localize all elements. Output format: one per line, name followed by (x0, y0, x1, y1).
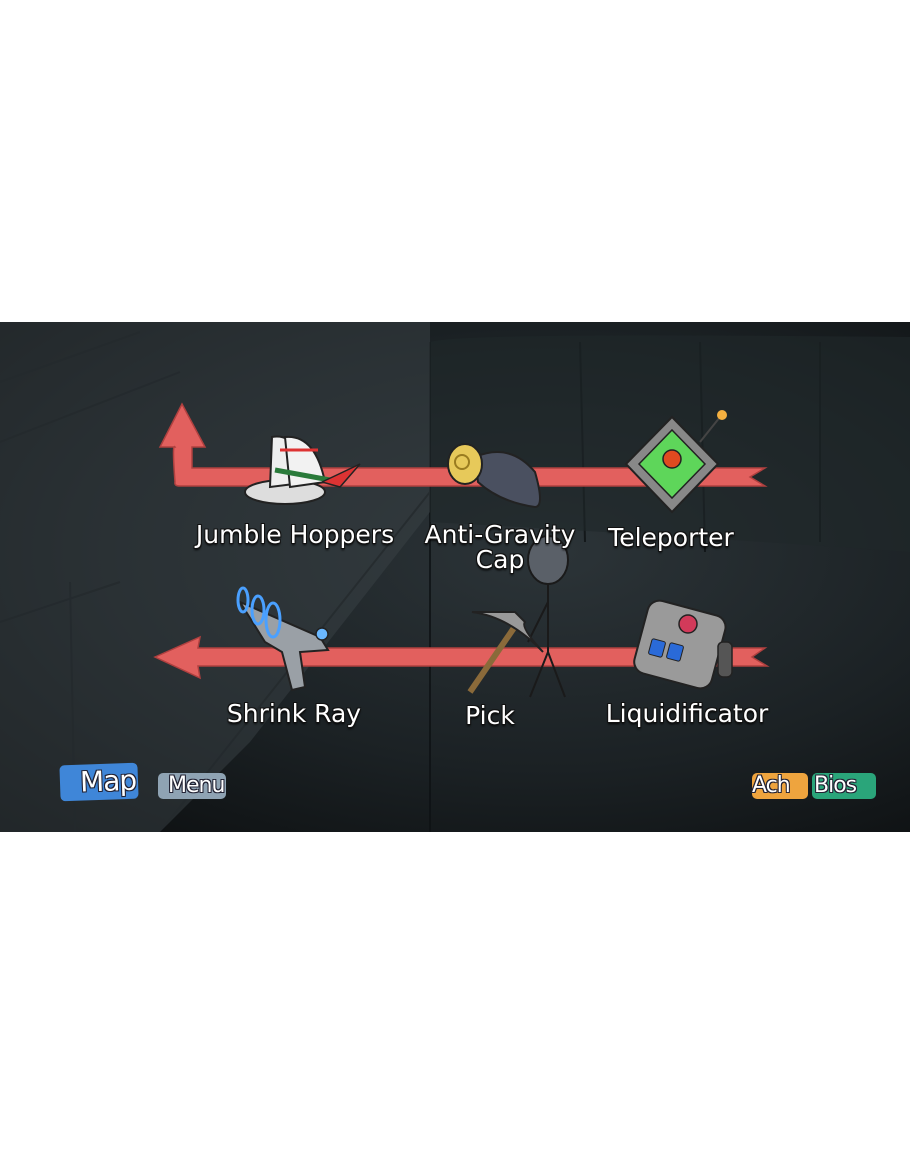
henry-stickmin-figure (527, 535, 569, 698)
anti-gravity-cap-icon[interactable] (447, 443, 541, 509)
upgrade-path-arrow-bottom (153, 635, 770, 680)
item-label-anti-gravity: Anti-Gravity (424, 520, 576, 549)
scene-background (0, 322, 910, 832)
item-label-pick: Pick (465, 701, 515, 730)
shrink-ray-icon[interactable] (236, 586, 330, 692)
pick-icon[interactable] (467, 611, 544, 694)
item-label-jumble-hoppers: Jumble Hoppers (195, 520, 395, 549)
menu-button[interactable]: Menu (158, 773, 227, 799)
item-label-shrink-ray: Shrink Ray (226, 699, 362, 728)
bios-button[interactable]: Bios (812, 773, 877, 799)
map-button[interactable]: Map (59, 762, 139, 802)
teleporter-icon[interactable] (624, 410, 727, 514)
game-frame: Jumble Hoppers Anti-Gravity Cap Teleport… (0, 322, 910, 832)
item-label-cap: Cap (475, 545, 525, 574)
item-label-teleporter: Teleporter (608, 523, 734, 552)
liquidificator-icon[interactable] (632, 598, 733, 691)
achievements-button[interactable]: Ach (752, 773, 808, 799)
item-label-liquidificator: Liquidificator (605, 699, 769, 728)
jumble-hoppers-icon[interactable] (244, 435, 361, 505)
